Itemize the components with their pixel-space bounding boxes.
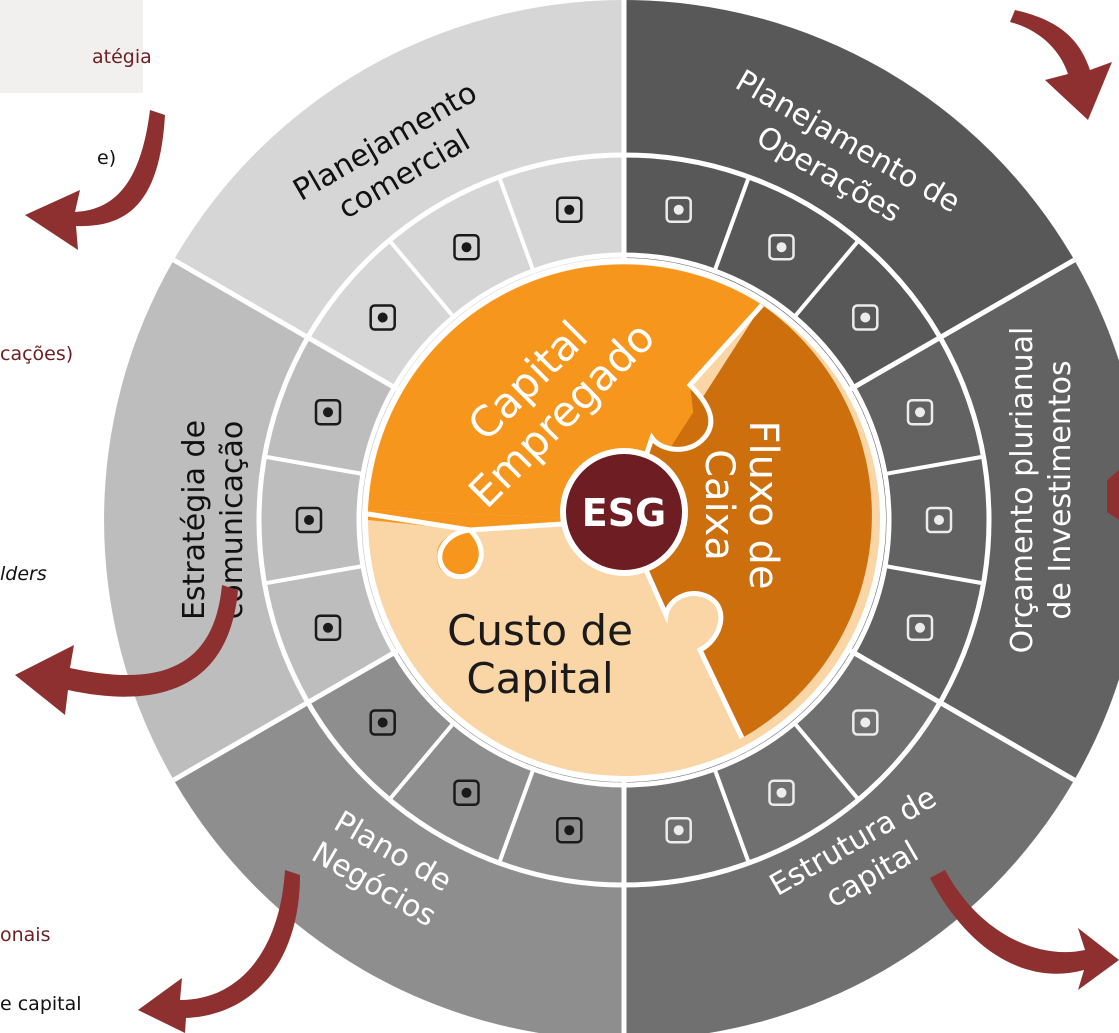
left-fragment-e-capital: e capital (0, 993, 82, 1015)
label-estrategia-1: Estratégia de (177, 420, 212, 620)
label-orcamento-1: Orçamento plurianual (1005, 327, 1040, 654)
esg-center (566, 454, 682, 570)
pie-touch-icon (369, 709, 396, 736)
arrow-top-right (1010, 10, 1112, 120)
hourglass-money-icon (665, 816, 692, 844)
fluxo-caixa-line1: Fluxo de (740, 420, 786, 589)
briefcase-chat-icon (453, 233, 480, 261)
left-fragment-lders: lders (0, 563, 47, 585)
arrow-bottom-right (930, 870, 1119, 990)
growth-chart-icon (314, 614, 342, 641)
arrows (15, 10, 1119, 1033)
chat-icon (295, 506, 323, 534)
money-stack-icon (906, 614, 934, 641)
presentation-icon (369, 304, 396, 331)
left-fragment-e-paren: e) (97, 147, 117, 169)
document-idea-icon (852, 304, 879, 331)
calendar-icon (453, 779, 480, 807)
megaphone-icon (314, 399, 342, 426)
arrow-left (15, 585, 238, 715)
left-fragment-cacoes: cações) (0, 343, 74, 365)
puzzle-fluxo-caixa (624, 305, 872, 738)
icon-ring-dividers (264, 155, 984, 885)
fluxo-caixa-line2: Caixa (696, 449, 742, 561)
org-chart-icon (906, 399, 934, 426)
funnel-people-icon (556, 196, 583, 224)
label-orcamento-2: de Investimentos (1043, 360, 1078, 619)
icon-layer (295, 196, 953, 844)
chart-presenter-icon (665, 196, 692, 224)
arrow-top-left (25, 110, 165, 250)
factory-icon (925, 506, 953, 534)
left-tab-background (0, 0, 143, 93)
arrow-bottom-left (138, 870, 300, 1033)
scale-money-icon (768, 779, 795, 807)
puzzle-capital-empregado (368, 264, 762, 520)
gear-speed-icon (768, 233, 795, 261)
esg-label: ESG (582, 491, 667, 535)
inner-puzzle: ESG (362, 258, 886, 782)
label-estrategia-2: comunicação (215, 421, 250, 620)
custo-capital-line2: Capital (466, 654, 613, 703)
arrow-right-edge (1107, 470, 1119, 520)
left-fragment-estrategia: atégia (92, 46, 152, 68)
pyramid-money-icon (556, 816, 583, 844)
custo-capital-line1: Custo de (447, 606, 633, 655)
left-fragment-onais: onais (0, 924, 51, 946)
truck-icon (852, 709, 879, 736)
